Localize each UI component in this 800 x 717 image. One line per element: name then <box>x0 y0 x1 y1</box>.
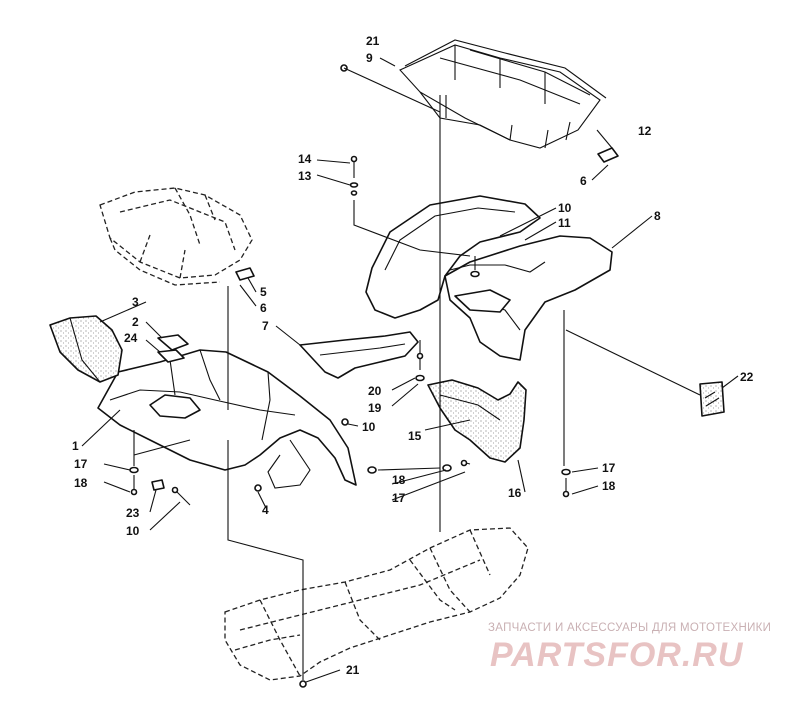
callout: 12 <box>638 124 652 138</box>
fasteners <box>129 64 571 688</box>
leader-lines <box>81 57 739 683</box>
watermark-caption: ЗАПЧАСТИ И АКСЕССУАРЫ ДЛЯ МОТОТЕХНИКИ <box>488 622 772 634</box>
callout-labels: 21 9 12 6 14 13 10 11 8 3 2 24 5 6 7 20 … <box>72 34 754 677</box>
decal <box>699 381 725 417</box>
callout: 14 <box>298 152 312 166</box>
callout: 16 <box>508 486 522 500</box>
callout: 22 <box>740 370 754 384</box>
strap-5 <box>235 267 255 281</box>
callout: 7 <box>262 319 269 333</box>
callout: 21 <box>366 34 380 48</box>
callout: 13 <box>298 169 312 183</box>
callout: 2 <box>132 315 139 329</box>
rear-rack <box>399 39 607 149</box>
callout: 10 <box>558 201 572 215</box>
cover-plate <box>157 334 189 363</box>
callout: 8 <box>654 209 661 223</box>
callout: 15 <box>408 429 422 443</box>
side-panel-left <box>49 315 123 383</box>
callout: 20 <box>368 384 382 398</box>
callout: 24 <box>124 331 138 345</box>
callout: 18 <box>602 479 616 493</box>
front-fender <box>97 349 357 489</box>
side-cover <box>299 331 419 379</box>
callout: 10 <box>362 420 376 434</box>
callout: 6 <box>260 301 267 315</box>
callout: 10 <box>126 524 140 538</box>
front-rack-ghost <box>99 187 253 286</box>
callout: 4 <box>262 503 269 517</box>
strap-12 <box>597 147 619 163</box>
callout: 23 <box>126 506 140 520</box>
callout: 11 <box>558 216 571 230</box>
callout: 5 <box>260 285 267 299</box>
callout: 3 <box>132 295 139 309</box>
rear-fender <box>365 195 613 361</box>
callout: 21 <box>346 663 360 677</box>
watermark-logo: PARTSFOR.RU <box>490 636 744 674</box>
mud-guard-right <box>427 379 527 463</box>
callout: 18 <box>74 476 88 490</box>
callout: 19 <box>368 401 382 415</box>
callout: 1 <box>72 439 79 453</box>
callout: 17 <box>74 457 88 471</box>
callout: 9 <box>366 51 373 65</box>
callout: 17 <box>602 461 616 475</box>
callout: 6 <box>580 174 587 188</box>
callout: 18 <box>392 473 406 487</box>
frame-ghost <box>224 527 529 681</box>
callout: 17 <box>392 491 406 505</box>
